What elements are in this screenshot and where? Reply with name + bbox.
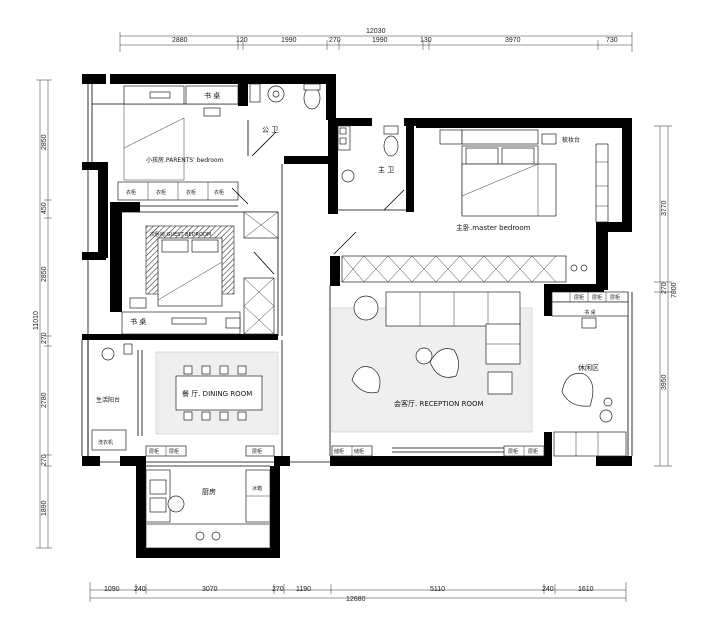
room-label-living: 会客厅. RECEPTION ROOM bbox=[394, 399, 484, 408]
cabinet-label: 层柜 bbox=[592, 294, 602, 301]
dim-bottom-seg: 240 bbox=[542, 586, 554, 593]
right-dimension-chain: 3770 270 7800 3950 bbox=[654, 125, 678, 467]
room-label-kids-bedroom: 小孩房.PARENTS' bedroom bbox=[146, 156, 224, 164]
walls bbox=[82, 74, 632, 558]
dim-right-top: 3770 bbox=[661, 200, 668, 216]
room-label-master-bedroom: 主卧.master bedroom bbox=[456, 223, 531, 232]
guest-bedroom-furniture bbox=[121, 211, 279, 335]
utility-balcony bbox=[91, 343, 133, 451]
room-label-desk-top: 书 桌 bbox=[204, 91, 220, 100]
dim-bottom-seg: 1610 bbox=[578, 586, 594, 593]
dim-top-seg: 2880 bbox=[172, 37, 188, 44]
room-label-kitchen: 厨房 bbox=[202, 487, 216, 496]
room-label-lounge: 休闲区 bbox=[578, 363, 599, 372]
dim-top-seg: 270 bbox=[329, 37, 341, 44]
dim-top-seg: 1990 bbox=[372, 37, 388, 44]
cabinet-label: 层柜 bbox=[610, 294, 620, 301]
dim-top-seg: 730 bbox=[606, 37, 618, 44]
living-room-furniture bbox=[331, 291, 533, 453]
kitchen-fixtures bbox=[145, 469, 271, 549]
public-bath-fixtures bbox=[249, 83, 321, 157]
room-label-guest-bedroom: 次卧房.GUEST BEDROOM bbox=[150, 231, 211, 238]
dim-left-seg: 450 bbox=[41, 202, 48, 214]
cabinet-label: 层柜 bbox=[574, 294, 584, 301]
master-bedroom-furniture bbox=[439, 129, 609, 223]
lounge-furniture bbox=[551, 291, 629, 457]
master-bath-fixtures bbox=[337, 125, 405, 211]
dim-bottom-seg: 1090 bbox=[104, 586, 120, 593]
wardrobe-label: 衣柜 bbox=[186, 189, 196, 196]
dim-bottom-seg: 1190 bbox=[296, 586, 311, 593]
dim-right-mid: 270 bbox=[661, 282, 668, 294]
dim-left-seg: 270 bbox=[41, 454, 48, 466]
fridge-label: 冰箱 bbox=[252, 485, 262, 492]
wardrobe-label: 衣柜 bbox=[214, 189, 224, 196]
cabinet-label: 储柜 bbox=[354, 448, 364, 455]
cabinet-label: 层柜 bbox=[508, 448, 518, 455]
dim-left-seg: 2780 bbox=[41, 392, 48, 408]
room-label-master-bath: 主 卫 bbox=[378, 165, 394, 174]
dim-top-total: 12030 bbox=[366, 28, 386, 35]
dim-right-bottom: 3950 bbox=[661, 374, 668, 390]
room-label-vanity: 梳妆台 bbox=[562, 136, 580, 144]
dim-top-seg: 130 bbox=[420, 37, 432, 44]
room-label-dining: 餐 厅. DINING ROOM bbox=[182, 389, 252, 398]
corridor-storage bbox=[333, 231, 588, 283]
wardrobe-label: 衣柜 bbox=[126, 189, 136, 196]
cabinet-label: 层柜 bbox=[528, 448, 538, 455]
dim-bottom-total: 12680 bbox=[346, 596, 366, 603]
dim-bottom-seg: 3070 bbox=[202, 586, 218, 593]
dim-bottom-seg: 270 bbox=[272, 586, 284, 593]
room-label-utility-balcony: 生活阳台 bbox=[96, 396, 120, 404]
bottom-cabinets bbox=[145, 445, 545, 457]
wardrobe-label: 衣柜 bbox=[156, 189, 166, 196]
dim-right-mid-total: 7800 bbox=[671, 282, 678, 298]
top-dimension-chain: 12030 2880 120 1990 270 1990 130 3970 73… bbox=[119, 28, 633, 52]
cabinet-label: 层柜 bbox=[149, 448, 159, 455]
dim-bottom-seg: 5110 bbox=[430, 586, 445, 593]
dim-left-total: 11010 bbox=[33, 311, 40, 330]
room-label-public-bath: 公 卫 bbox=[262, 126, 278, 134]
cabinet-label: 层柜 bbox=[252, 448, 262, 455]
kids-bedroom-furniture bbox=[117, 85, 249, 205]
dim-top-seg: 1990 bbox=[281, 37, 297, 44]
room-label-desk-left: 书 桌 bbox=[130, 317, 146, 326]
dim-left-seg: 2850 bbox=[41, 266, 48, 282]
dim-top-seg: 3970 bbox=[505, 37, 521, 44]
laundry-label: 洗衣机 bbox=[98, 439, 113, 446]
left-dimension-chain: 2850 450 2850 270 2780 270 1890 11010 bbox=[33, 79, 52, 549]
dim-left-seg: 2850 bbox=[41, 134, 48, 150]
cabinet-label: 储柜 bbox=[334, 448, 344, 455]
room-label-desk-right: 书 桌 bbox=[584, 309, 596, 316]
dim-left-seg: 270 bbox=[41, 332, 48, 344]
cabinet-label: 层柜 bbox=[169, 448, 179, 455]
dim-left-seg: 1890 bbox=[41, 500, 48, 516]
dining-furniture bbox=[137, 350, 279, 436]
outline-walls bbox=[81, 84, 633, 467]
bottom-dimension-chain: 1090 240 3070 270 1190 5110 240 1610 126… bbox=[89, 582, 627, 603]
dim-top-seg: 120 bbox=[236, 37, 248, 44]
dim-bottom-seg: 240 bbox=[134, 586, 146, 593]
